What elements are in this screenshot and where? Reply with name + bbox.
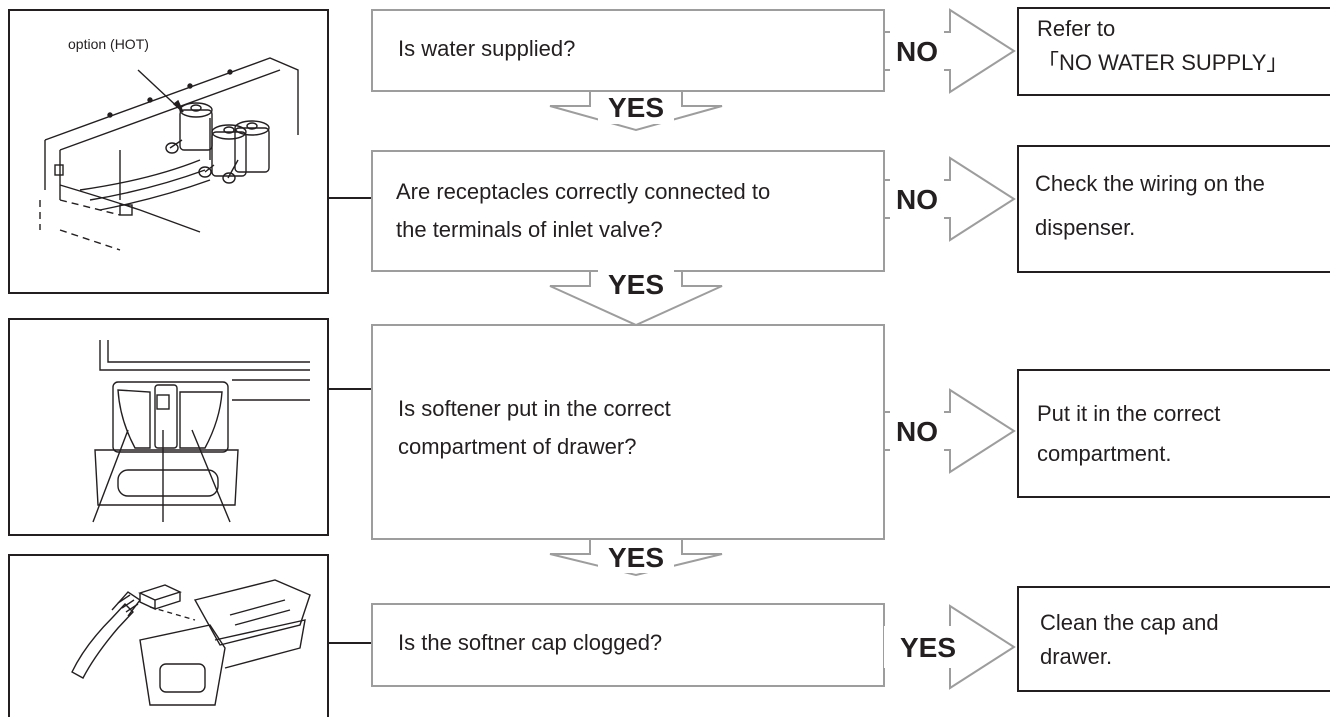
action-box-4 <box>1017 586 1330 692</box>
figure1-callout: option (HOT) <box>68 36 149 52</box>
question-2: Are receptacles correctly connected to t… <box>396 173 770 249</box>
action-4: Clean the cap and drawer. <box>1040 606 1219 674</box>
figure-frame-inlet-valve <box>8 9 329 294</box>
question-3: Is softener put in the correct compartme… <box>398 390 671 466</box>
action-1: Refer to 「NO WATER SUPPLY」 <box>1037 12 1288 80</box>
action-box-1 <box>1017 7 1330 96</box>
figure-frame-cap <box>8 554 329 717</box>
question-4: Is the softner cap clogged? <box>398 624 662 662</box>
action-box-2 <box>1017 145 1330 273</box>
question-1: Is water supplied? <box>398 30 575 68</box>
drawer-cleaning-illustration <box>71 579 311 706</box>
action-3-line-1: Put it in the correct <box>1037 401 1221 426</box>
figure-frame-drawer <box>8 318 329 536</box>
action-box-3 <box>1017 369 1330 498</box>
question-4-line-1: Is the softner cap clogged? <box>398 630 663 655</box>
drawer-illustration <box>92 340 310 523</box>
action-3: Put it in the correct compartment. <box>1037 394 1220 474</box>
action-3-line-2: compartment. <box>1037 441 1172 466</box>
question-3-line-2: compartment of drawer? <box>398 434 637 459</box>
branch-label-3: NO <box>896 416 938 447</box>
action-2: Check the wiring on the dispenser. <box>1035 162 1265 250</box>
action-1-line-2: 「NO WATER SUPPLY」 <box>1037 50 1289 75</box>
action-2-line-1: Check the wiring on the <box>1035 171 1265 196</box>
yes-label-1: YES <box>608 92 664 123</box>
branch-label-1: NO <box>896 36 938 67</box>
action-4-line-1: Clean the cap and <box>1040 610 1219 635</box>
branch-label-2: NO <box>896 184 938 215</box>
question-1-line-1: Is water supplied? <box>398 36 576 61</box>
action-4-line-2: drawer. <box>1040 644 1113 669</box>
question-3-line-1: Is softener put in the correct <box>398 396 671 421</box>
question-2-line-2: the terminals of inlet valve? <box>396 217 663 242</box>
yes-label-2: YES <box>608 269 664 300</box>
action-2-line-2: dispenser. <box>1035 215 1136 240</box>
action-1-line-1: Refer to <box>1037 16 1116 41</box>
yes-label-3: YES <box>608 542 664 573</box>
inlet-valve-illustration <box>39 57 299 251</box>
question-2-line-1: Are receptacles correctly connected to <box>396 179 771 204</box>
branch-label-4: YES <box>900 632 956 663</box>
